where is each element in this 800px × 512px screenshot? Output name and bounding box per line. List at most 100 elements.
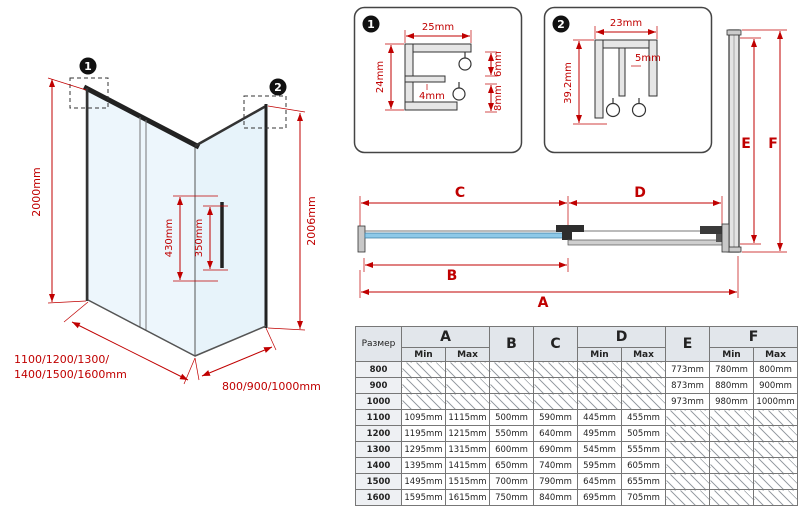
table-row: 1000 973mm 980mm 1000mm	[355, 393, 799, 410]
cell-f-min	[709, 425, 754, 442]
dim-label-a: A	[538, 295, 549, 311]
dim-height-left: 2000mm	[30, 167, 43, 216]
cell-d-max: 705mm	[621, 489, 666, 506]
dim-label-f: F	[768, 136, 778, 152]
cell-size: 1500	[355, 473, 402, 490]
callout-1-number: 1	[84, 60, 92, 73]
cell-b	[489, 361, 534, 378]
table-row: 1400 1395mm 1415mm 650mm 740mm 595mm 605…	[355, 457, 799, 474]
rail-profile-section	[404, 43, 472, 111]
cell-size: 1200	[355, 425, 402, 442]
detail-1-dim-top-label: 25mm	[422, 22, 454, 33]
cell-e: 773mm	[665, 361, 710, 378]
dimension-2006: 2006mm	[267, 105, 318, 331]
cell-d-max: 455mm	[621, 409, 666, 426]
col-header-e: E	[665, 326, 710, 362]
cell-e	[665, 473, 710, 490]
cell-b: 700mm	[489, 473, 534, 490]
top-rail	[82, 84, 201, 150]
wall-profile-right	[726, 29, 742, 253]
cell-b	[489, 393, 534, 410]
table-row: 1600 1595mm 1615mm 750mm 840mm 695mm 705…	[355, 489, 799, 506]
dimensions-table: Размер A B C D E F Min Max Min Max Min M…	[355, 326, 799, 506]
callout-2-number: 2	[274, 81, 282, 94]
cell-d-max: 655mm	[621, 473, 666, 490]
cell-f-max	[752, 489, 799, 506]
cell-b: 650mm	[489, 457, 534, 474]
dim-label-c: C	[455, 185, 465, 201]
cell-a-min	[401, 361, 446, 378]
detail-2-dim-23: 23mm	[594, 18, 658, 39]
callout-2: 2	[243, 78, 287, 129]
cell-a-max	[445, 377, 490, 394]
cell-size: 900	[355, 377, 402, 394]
cell-d-max	[621, 361, 666, 378]
detail-2-dim-39: 39.2mm	[563, 39, 607, 125]
cell-f-max	[752, 425, 799, 442]
cell-d-min	[577, 377, 622, 394]
dim-height-right: 2006mm	[305, 196, 318, 245]
table-row: 1200 1195mm 1215mm 550mm 640mm 495mm 505…	[355, 425, 799, 442]
cell-f-min: 780mm	[709, 361, 754, 378]
roller-carriage-mid	[556, 225, 584, 232]
cell-a-min: 1595mm	[401, 489, 446, 506]
cell-a-max	[445, 393, 490, 410]
cell-size: 1000	[355, 393, 402, 410]
detail-1-dim-right-bottom-label: 8mm	[493, 85, 504, 111]
cell-d-min: 645mm	[577, 473, 622, 490]
cell-f-max	[752, 409, 799, 426]
dimension-d: D	[569, 185, 723, 228]
detail-1-box: 1 25mm 24mm 4mm 6mm 8m	[353, 6, 523, 154]
cell-b: 500mm	[489, 409, 534, 426]
cell-f-min	[709, 489, 754, 506]
cell-a-min: 1295mm	[401, 441, 446, 458]
dimension-b: B	[363, 258, 569, 284]
cell-a-max: 1315mm	[445, 441, 490, 458]
enclosure-isometric-view: 1 2 2000mm 2006mm 430mm 350mm 1100	[14, 57, 321, 393]
col-header-b: B	[489, 326, 534, 362]
cell-d-max	[621, 393, 666, 410]
cell-d-min: 595mm	[577, 457, 622, 474]
cell-a-min: 1495mm	[401, 473, 446, 490]
dimension-c: C	[359, 185, 569, 236]
cell-size: 1400	[355, 457, 402, 474]
callout-1-badge	[79, 57, 97, 75]
cell-d-min	[577, 361, 622, 378]
roller-right	[631, 102, 647, 118]
side-width-label: 800/900/1000mm	[222, 380, 321, 393]
cell-d-min: 445mm	[577, 409, 622, 426]
door-assembly-top-view	[357, 223, 730, 253]
cell-a-max: 1115mm	[445, 409, 490, 426]
cell-f-max	[752, 457, 799, 474]
cell-c	[533, 377, 578, 394]
dimensions-table-container: Размер A B C D E F Min Max Min Max Min M…	[355, 326, 799, 506]
roller-carriage-right	[700, 226, 724, 234]
dimension-2000: 2000mm	[30, 77, 87, 304]
cell-c: 640mm	[533, 425, 578, 442]
cell-e: 873mm	[665, 377, 710, 394]
dimension-350: 350mm	[194, 205, 228, 271]
detail-2-dim-left-label: 39.2mm	[563, 62, 574, 104]
dim-handle-outer: 430mm	[164, 219, 175, 258]
col-header-d-min: Min	[577, 347, 622, 362]
cell-a-min: 1095mm	[401, 409, 446, 426]
side-top-edge	[194, 104, 267, 148]
detail-1-dim-6: 6mm	[485, 51, 504, 77]
carriage-clamp-mid	[562, 232, 572, 240]
col-header-f: F	[708, 326, 799, 348]
cell-f-max: 800mm	[752, 361, 799, 378]
callout-2-badge	[269, 78, 287, 96]
dimension-e: E	[740, 37, 761, 245]
cell-c: 740mm	[533, 457, 578, 474]
front-width-label-line1: 1100/1200/1300/	[14, 353, 109, 366]
cell-size: 800	[355, 361, 402, 378]
cell-d-max: 505mm	[621, 425, 666, 442]
cell-f-max	[752, 473, 799, 490]
cell-d-min: 695mm	[577, 489, 622, 506]
col-header-a: A	[401, 326, 490, 348]
cell-c: 690mm	[533, 441, 578, 458]
cell-f-min: 980mm	[709, 393, 754, 410]
dimension-side-width: 800/900/1000mm	[194, 327, 321, 393]
dimension-a: A	[359, 256, 739, 311]
cell-f-min: 880mm	[709, 377, 754, 394]
